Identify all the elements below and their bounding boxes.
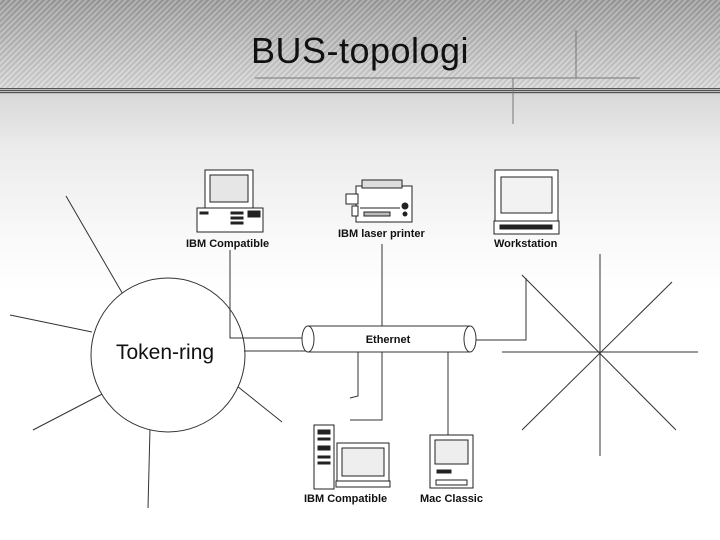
device-label-ibm-compatible-desktop: IBM Compatible xyxy=(186,238,270,250)
token-ring-label: Token-ring xyxy=(116,341,215,364)
mac-classic-icon xyxy=(429,434,474,489)
decorative-lines xyxy=(255,30,640,124)
star-topology xyxy=(502,254,698,456)
bus-connections xyxy=(229,244,527,440)
ring-circle xyxy=(90,277,246,433)
ethernet-bus: Ethernet xyxy=(301,325,477,353)
pc-tower-icon xyxy=(313,424,391,490)
pc-desktop-icon xyxy=(196,169,264,233)
ring-spokes xyxy=(9,195,283,509)
slide-title: BUS-topologi xyxy=(250,30,470,71)
device-label-laser-printer: IBM laser printer xyxy=(338,228,425,240)
device-label-mac-classic: Mac Classic xyxy=(420,493,483,505)
laser-printer-icon xyxy=(345,179,413,223)
device-label-ibm-compatible-tower: IBM Compatible xyxy=(304,493,388,505)
bus-label: Ethernet xyxy=(366,334,411,346)
device-label-workstation: Workstation xyxy=(494,238,558,250)
title-bar-texture xyxy=(0,0,720,92)
workstation-icon xyxy=(493,169,560,235)
title-divider xyxy=(0,88,720,94)
token-ring xyxy=(9,195,283,509)
